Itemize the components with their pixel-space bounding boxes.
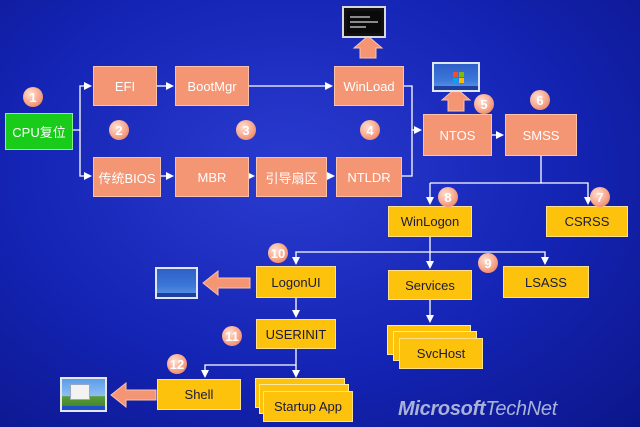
cpu-reset-box: CPU复位 (5, 113, 73, 150)
display-arrow-winload (352, 35, 384, 59)
ntos-box: NTOS (423, 114, 492, 156)
winlogon-box: WinLogon (388, 206, 472, 237)
bootmgr-box: BootMgr (175, 66, 249, 106)
wire-cpu-bios (79, 130, 92, 180)
wire-winlogon-down (292, 237, 431, 265)
services-box: Services (388, 270, 472, 300)
brand-suffix: TechNet (485, 398, 557, 420)
logon-screen-icon (155, 267, 198, 299)
step-4-badge: 4 (360, 120, 380, 140)
step-3-badge: 3 (236, 120, 256, 140)
step-7-badge: 7 (590, 187, 610, 207)
wire-userinit-down (201, 349, 297, 378)
step-1-badge: 1 (23, 87, 43, 107)
step-5-badge: 5 (474, 94, 494, 114)
step-2-badge: 2 (109, 120, 129, 140)
desktop-screen-icon (60, 377, 107, 412)
step-6-badge: 6 (530, 90, 550, 110)
step-8-badge: 8 (438, 187, 458, 207)
wire-cpu-efi (73, 82, 92, 131)
svchost-box: SvcHost (399, 338, 483, 369)
smss-box: SMSS (505, 114, 577, 156)
console-screen-icon (342, 6, 386, 38)
shell-box: Shell (157, 379, 241, 410)
legacy-bios-box: 传统BIOS (93, 157, 161, 197)
mbr-box: MBR (175, 157, 249, 197)
wire-ntldr-ntos (402, 126, 422, 177)
wire-winlogon-lsass (430, 251, 549, 265)
startup-app-box: Startup App (263, 391, 353, 422)
logonui-box: LogonUI (256, 266, 336, 298)
efi-box: EFI (93, 66, 157, 106)
windows-xp-screen-icon (432, 62, 480, 92)
wire-smss-csrss (541, 182, 592, 205)
display-arrow-logonui (202, 269, 251, 297)
step-12-badge: 12 (167, 354, 187, 374)
brand-name: Microsoft (398, 398, 486, 420)
brand-watermark: MicrosoftTechNet (398, 398, 557, 421)
wire-smss-down (430, 156, 542, 184)
wire-winload-ntos (404, 85, 420, 131)
display-arrow-ntos (440, 87, 472, 112)
csrss-box: CSRSS (546, 206, 628, 237)
step-11-badge: 11 (222, 326, 242, 346)
step-9-badge: 9 (478, 253, 498, 273)
ntldr-box: NTLDR (336, 157, 402, 197)
lsass-box: LSASS (503, 266, 589, 298)
step-10-badge: 10 (268, 243, 288, 263)
display-arrow-shell (110, 381, 157, 409)
boot-sector-box: 引导扇区 (256, 157, 327, 197)
winload-box: WinLoad (334, 66, 404, 106)
userinit-box: USERINIT (256, 319, 336, 349)
